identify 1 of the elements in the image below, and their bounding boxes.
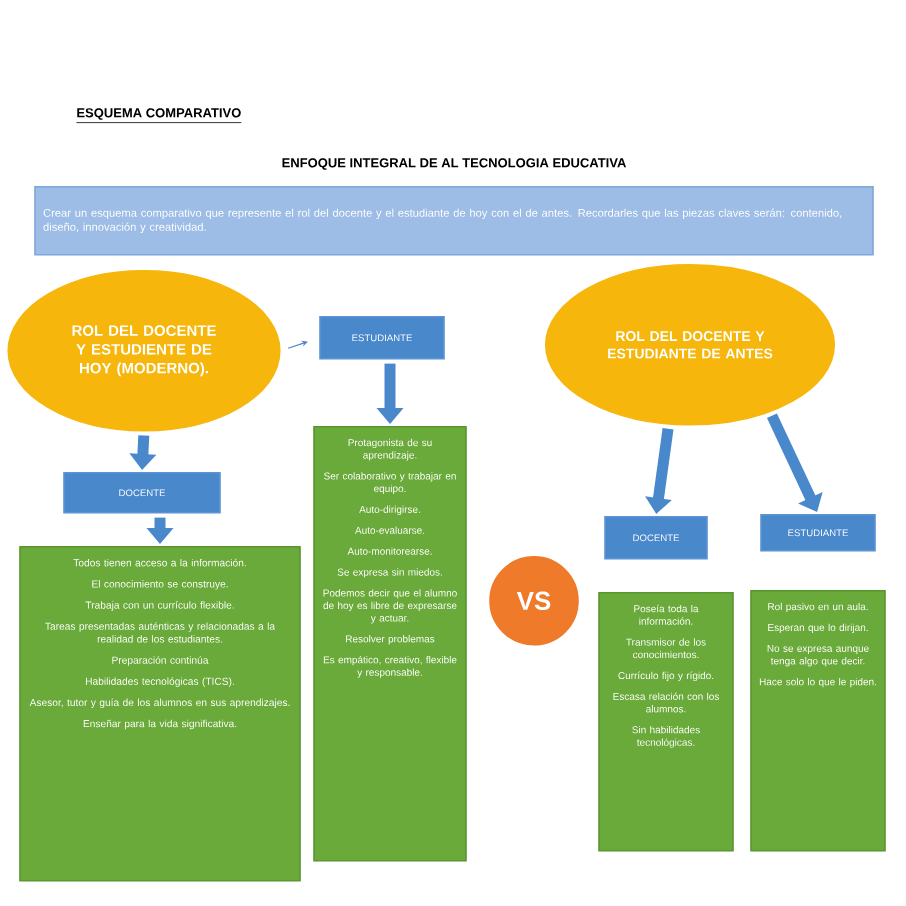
arrow bbox=[287, 340, 308, 349]
